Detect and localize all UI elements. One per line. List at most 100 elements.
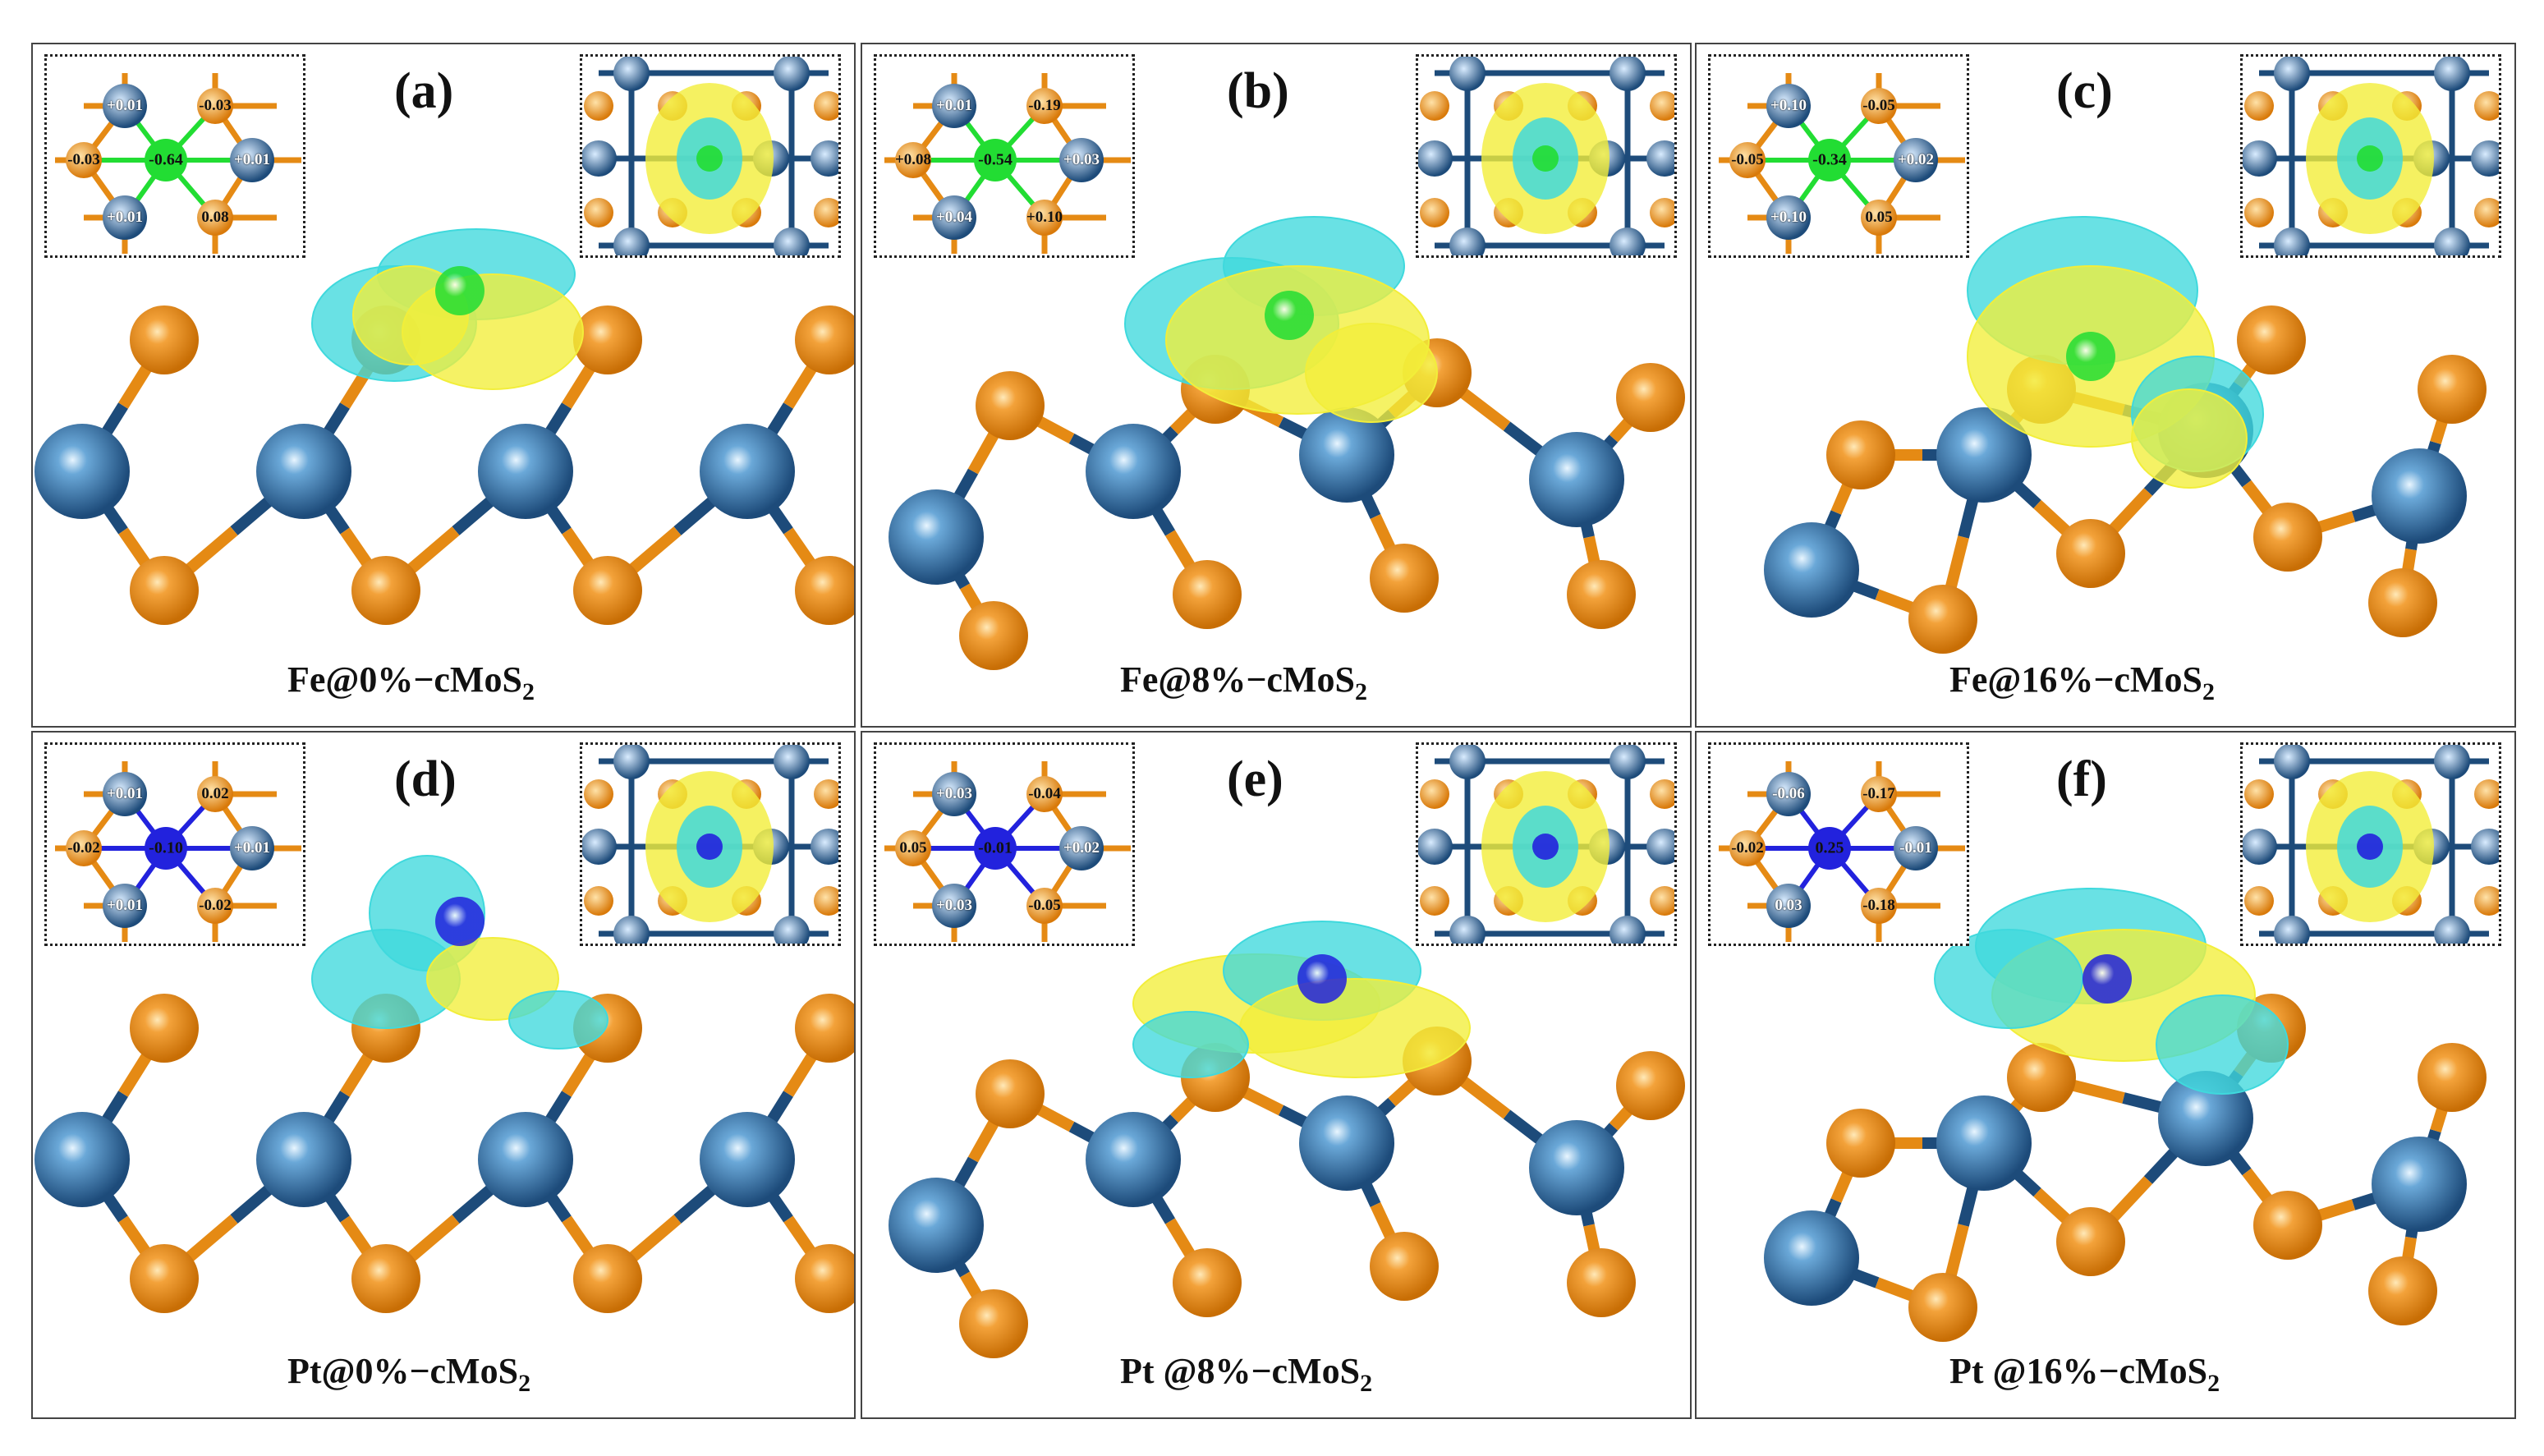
molybdenum-atom	[1764, 522, 1859, 618]
sulfur-atom	[2418, 355, 2487, 424]
molybdenum-atom	[34, 424, 130, 519]
molybdenum-atom	[1936, 1095, 2032, 1191]
molybdenum-atom	[478, 424, 573, 519]
molybdenum-atom	[2372, 448, 2467, 544]
panel-caption: Pt @16%−cMoS2	[1949, 1351, 2220, 1397]
adsorbed-atom	[435, 897, 484, 946]
adsorbed-atom	[435, 266, 484, 315]
sulfur-atom	[959, 601, 1028, 670]
bader-charge-label: -0.01	[978, 838, 1013, 857]
panel-label: (f)	[2056, 751, 2107, 807]
sulfur-atom	[2007, 1043, 2076, 1112]
bader-charge-label: 0.05	[899, 839, 927, 857]
top-view-inset	[1416, 742, 1677, 946]
molybdenum-atom	[256, 424, 351, 519]
bader-charge-label: -0.05	[1028, 897, 1061, 914]
structure-view-d	[34, 855, 854, 1313]
sulfur-atom	[1370, 544, 1439, 613]
sulfur-atom	[130, 1244, 199, 1313]
sulfur-atom	[130, 556, 199, 625]
sulfur-atom	[1370, 1232, 1439, 1301]
panel-caption: Pt@0%−cMoS2	[287, 1351, 531, 1397]
bader-charge-label: -0.02	[1731, 839, 1764, 857]
sulfur-atom	[2056, 1207, 2125, 1276]
top-view-inset	[580, 742, 841, 946]
sulfur-atom	[573, 1244, 642, 1313]
molybdenum-atom	[478, 1112, 573, 1207]
panel-b: (b)Fe@8%−cMoS2-0.54+0.01-0.19+0.08+0.03+…	[861, 43, 1692, 728]
bader-charge-label: 0.05	[1865, 209, 1893, 226]
sulfur-atom	[795, 305, 854, 374]
bader-charge-label: +0.10	[1770, 97, 1807, 114]
sulfur-atom	[1173, 560, 1242, 629]
sulfur-atom	[573, 305, 642, 374]
bader-charge-label: -0.02	[199, 897, 232, 914]
charge-accumulation-isosurface	[1239, 978, 1471, 1078]
panel-caption: Fe@0%−cMoS2	[287, 659, 535, 705]
bader-charge-label: +0.01	[106, 785, 144, 802]
charge-depletion-isosurface	[1132, 1011, 1249, 1078]
structure-view-e	[889, 921, 1685, 1358]
bader-charge-label: +0.03	[935, 785, 973, 802]
panel-c: (c)Fe@16%−cMoS2-0.34+0.10-0.05-0.05+0.02…	[1695, 43, 2516, 728]
bader-charge-label: +0.01	[106, 97, 144, 114]
structure-view-f	[1764, 888, 2487, 1342]
bader-charge-label: -0.03	[199, 97, 232, 114]
sulfur-atom	[130, 305, 199, 374]
bonds	[1806, 1024, 2458, 1313]
charge-accumulation-isosurface	[1305, 323, 1438, 423]
sulfur-atom	[1567, 560, 1636, 629]
panel-caption: Fe@8%−cMoS2	[1120, 659, 1367, 705]
bader-charge-label: +0.01	[233, 151, 271, 168]
panel-label: (d)	[394, 751, 457, 807]
adsorbed-atom	[1297, 954, 1347, 1004]
bader-charge-label: +0.01	[106, 209, 144, 226]
sulfur-atom	[959, 1289, 1028, 1358]
sulfur-atom	[1826, 1109, 1895, 1178]
bader-charge-label: +0.02	[1897, 151, 1935, 168]
sulfur-atom	[795, 994, 854, 1063]
molybdenum-atom	[700, 1112, 795, 1207]
bader-charge-label: -0.19	[1028, 97, 1061, 114]
charge-depletion-isosurface	[2156, 994, 2289, 1095]
bader-charge-label: -0.04	[1028, 785, 1061, 802]
sulfur-atom	[795, 1244, 854, 1313]
sulfur-atom	[2368, 1256, 2437, 1325]
molybdenum-atom	[1764, 1210, 1859, 1306]
top-view-inset	[1416, 54, 1677, 258]
sulfur-atom	[1908, 1273, 1977, 1342]
bader-charge-label: +0.10	[1026, 209, 1063, 226]
molybdenum-atom	[1529, 1120, 1624, 1215]
sulfur-atom	[2253, 503, 2322, 572]
sulfur-atom	[795, 556, 854, 625]
molybdenum-atom	[34, 1112, 130, 1207]
sulfur-atom	[351, 1244, 420, 1313]
bader-charge-label: 0.03	[1775, 897, 1802, 914]
sulfur-atom	[2056, 519, 2125, 588]
adsorbed-atom	[1265, 291, 1314, 340]
sulfur-atom	[1826, 420, 1895, 489]
top-view-inset	[580, 54, 841, 258]
top-view-inset	[2240, 54, 2501, 258]
bader-charge-label: -0.17	[1862, 785, 1895, 802]
sulfur-atom	[351, 556, 420, 625]
bader-charge-label: +0.03	[1063, 151, 1100, 168]
adsorbed-atom	[2082, 954, 2132, 1004]
bader-charge-label: -0.03	[67, 151, 100, 168]
sulfur-atom	[976, 371, 1045, 440]
molybdenum-atom	[256, 1112, 351, 1207]
bader-charge-label: +0.04	[935, 209, 973, 226]
structure-view-b	[889, 216, 1685, 670]
bader-charge-label: -0.05	[1731, 151, 1764, 168]
bader-charge-label: -0.64	[149, 150, 183, 169]
molybdenum-atom	[1299, 407, 1394, 503]
sulfur-atom	[1567, 1248, 1636, 1317]
bader-charge-label: -0.10	[149, 838, 183, 857]
sulfur-atom	[2368, 568, 2437, 637]
bader-charge-label: +0.01	[935, 97, 973, 114]
panel-label: (c)	[2056, 63, 2113, 119]
bader-charge-label: -0.34	[1812, 150, 1847, 169]
